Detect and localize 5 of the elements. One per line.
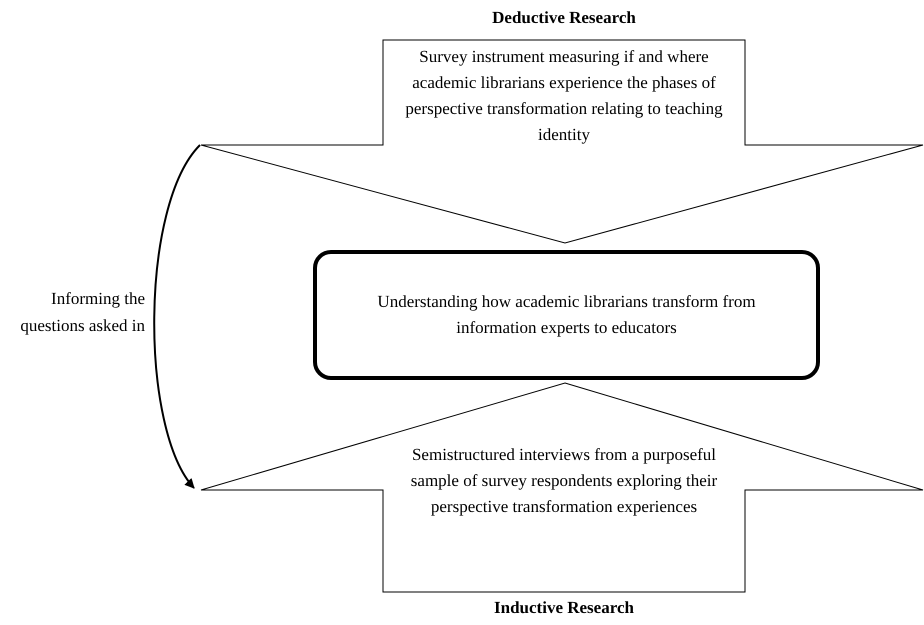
section-heading: Inductive Research (493, 598, 635, 618)
curved-arrow (153, 144, 201, 489)
rounded-box: Understanding how academic librarians transform from information experts to educators (313, 250, 820, 380)
section-heading: Deductive Research (491, 8, 637, 28)
edge-label: Informing the questions asked in (19, 288, 145, 337)
